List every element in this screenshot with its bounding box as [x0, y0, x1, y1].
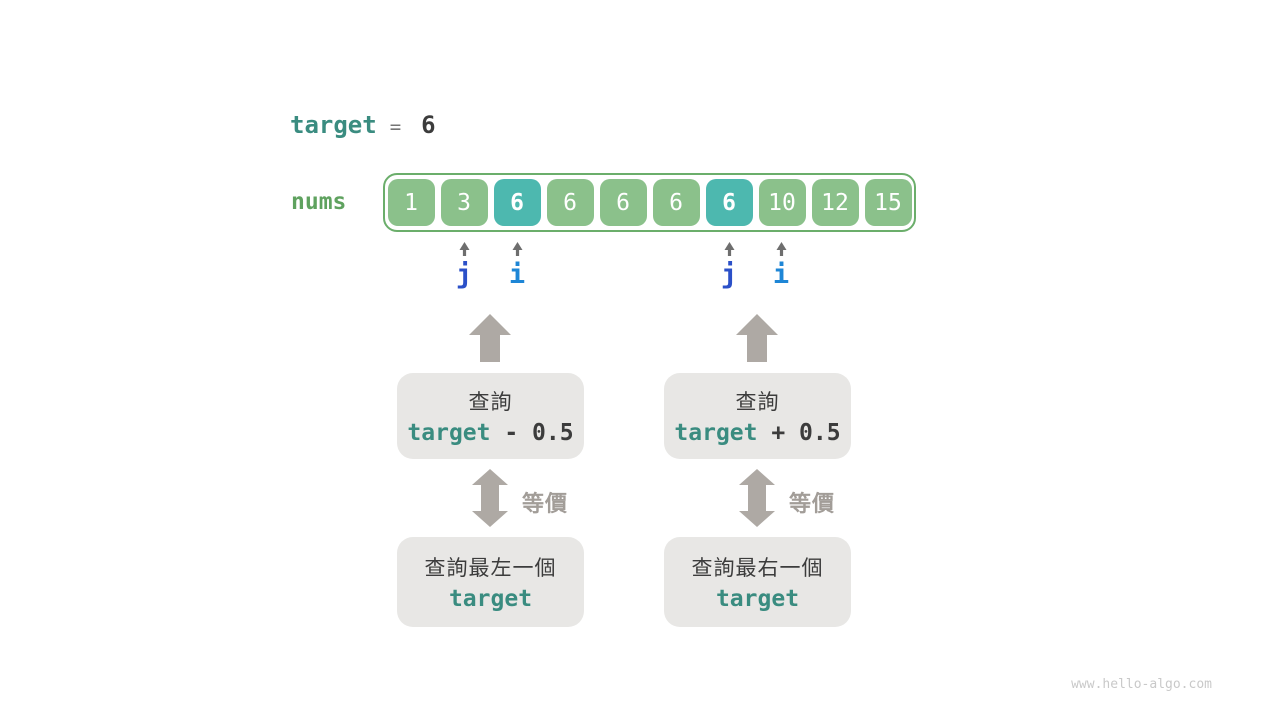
query-expression: target + 0.5: [674, 420, 840, 446]
result-text: 查詢最左一個: [424, 557, 557, 580]
expr-operation: + 0.5: [757, 420, 841, 446]
query-expression: target - 0.5: [407, 420, 573, 446]
pointer-right-i: i: [761, 242, 801, 290]
up-caret-icon: [776, 242, 786, 256]
up-caret-icon: [459, 242, 469, 256]
target-assignment: target = 6: [290, 111, 436, 139]
pointer-right-j: j: [709, 242, 749, 290]
array-cell: 3: [440, 179, 488, 226]
array-cell: 6: [546, 179, 594, 226]
array-cell: 6: [493, 179, 541, 226]
result-box-left: 查詢最左一個 target: [397, 537, 584, 627]
pointer-left-i: i: [497, 242, 537, 290]
query-text: 查詢: [468, 391, 513, 414]
pointer-left-j: j: [444, 242, 484, 290]
pointer-label-j: j: [720, 259, 738, 290]
equivalence-label: 等價: [789, 491, 836, 516]
expr-target-variable: target: [674, 420, 758, 446]
result-target-variable: target: [715, 586, 800, 612]
up-arrow-icon: [736, 314, 778, 362]
target-variable: target: [290, 111, 377, 139]
pointer-label-i: i: [508, 259, 526, 290]
query-box-right: 查詢 target + 0.5: [664, 373, 851, 459]
nums-label: nums: [291, 189, 347, 215]
array-cell: 15: [864, 179, 912, 226]
target-value: 6: [421, 111, 436, 139]
query-text: 查詢: [735, 391, 780, 414]
array-cell: 6: [599, 179, 647, 226]
double-arrow-icon: [739, 469, 775, 527]
pointer-label-i: i: [772, 259, 790, 290]
array-cell: 6: [652, 179, 700, 226]
array-cell: 10: [758, 179, 806, 226]
expr-target-variable: target: [407, 420, 491, 446]
up-caret-icon: [512, 242, 522, 256]
watermark: www.hello-algo.com: [1071, 677, 1212, 692]
array-cell: 12: [811, 179, 859, 226]
pointer-label-j: j: [455, 259, 473, 290]
result-box-right: 查詢最右一個 target: [664, 537, 851, 627]
double-arrow-icon: [472, 469, 508, 527]
up-caret-icon: [724, 242, 734, 256]
array-cell: 1: [387, 179, 435, 226]
result-target-variable: target: [448, 586, 533, 612]
equals-sign: =: [389, 116, 402, 138]
query-box-left: 查詢 target - 0.5: [397, 373, 584, 459]
equivalence-label: 等價: [522, 491, 569, 516]
array-cell: 6: [705, 179, 753, 226]
expr-operation: - 0.5: [490, 420, 574, 446]
up-arrow-icon: [469, 314, 511, 362]
result-text: 查詢最右一個: [691, 557, 824, 580]
